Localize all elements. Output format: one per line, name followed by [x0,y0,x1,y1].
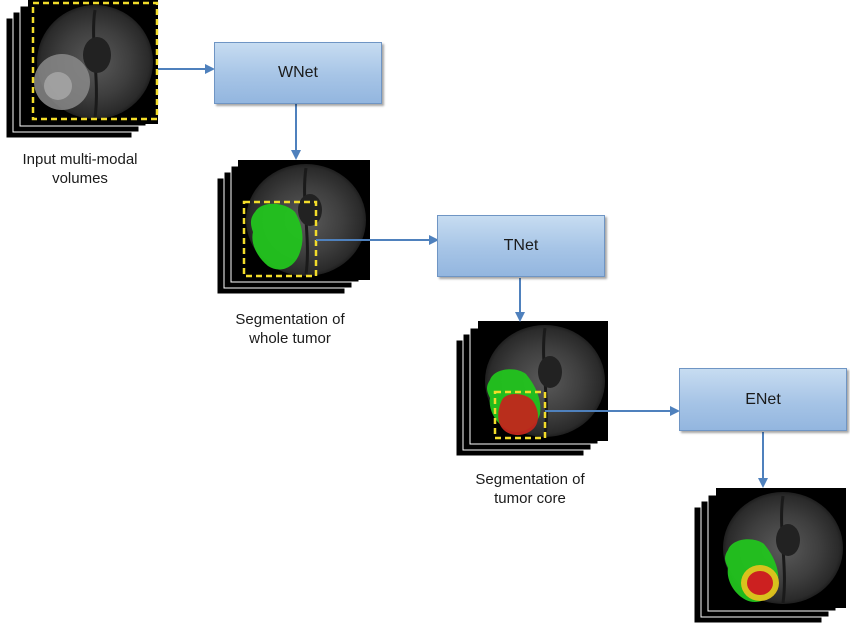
whole-tumor-mask [250,203,303,270]
enet-box: ENet [679,368,847,431]
whole-tumor-caption-line-2: whole tumor [249,330,331,347]
input-brain-slice [28,0,158,124]
input-caption: Input multi-modal volumes [0,150,160,188]
enet-label: ENet [745,390,781,408]
tumor-core-roi-box [493,390,547,440]
wnet-box: WNet [214,42,382,104]
whole-tumor-stack [216,160,370,295]
whole-tumor-roi-box [242,200,318,278]
tumor-core-stack [455,321,608,457]
input-volume-stack [5,0,159,139]
tumor-core-caption: Segmentation of tumor core [445,470,615,508]
tnet-label: TNet [503,237,539,254]
enhancing-core-mask [747,571,773,595]
input-roi-box [31,1,159,121]
tumor-core-caption-line-1: Segmentation of [475,471,585,488]
input-caption-line-2: volumes [52,170,108,187]
wnet-label: WNet [278,64,318,81]
whole-tumor-caption-line-1: Segmentation of [235,311,345,328]
tumor-core-mask [498,394,538,436]
input-caption-line-1: Input multi-modal [22,151,138,168]
tnet-box: TNet [437,215,605,277]
whole-tumor-caption: Segmentation of whole tumor [205,310,375,348]
tumor-core-caption-line-2: tumor core [494,490,566,507]
enhancing-core-stack [693,488,846,624]
